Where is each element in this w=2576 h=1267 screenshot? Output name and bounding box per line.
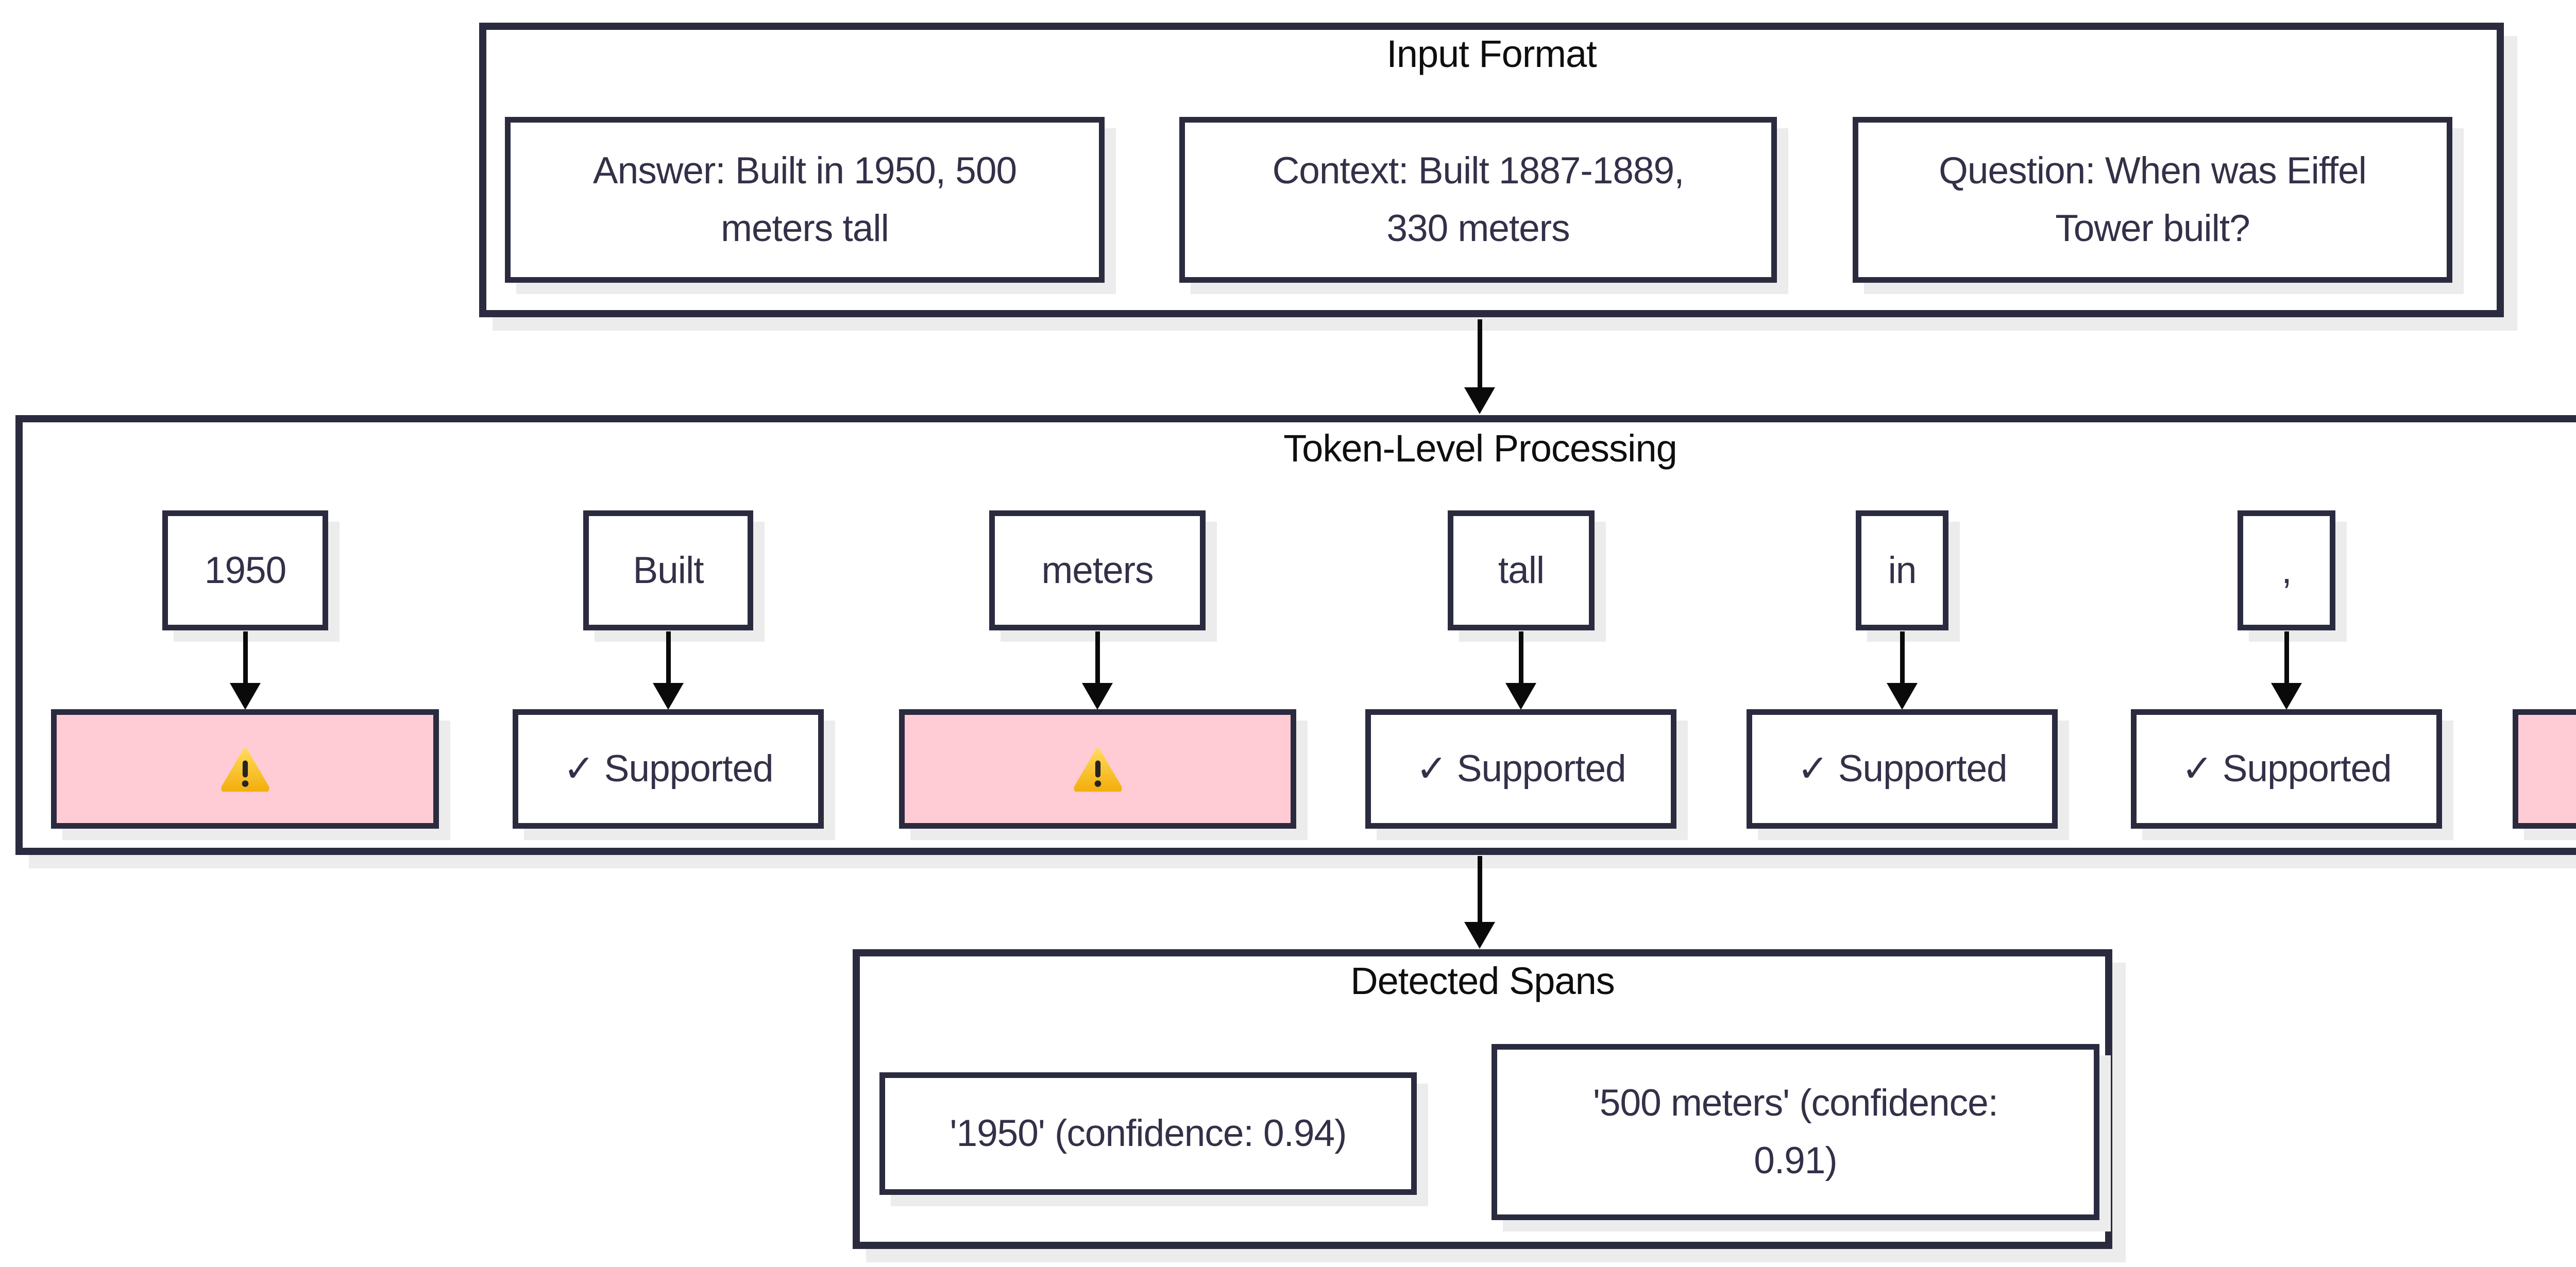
token-processing-title: Token-Level Processing — [1283, 427, 1677, 470]
detected-span-label: '1950' (confidence: 0.94) — [950, 1112, 1347, 1154]
warning-icon — [221, 747, 269, 792]
token-box-1950: 1950 — [162, 510, 328, 630]
result-supported-comma: ✓ Supported — [2131, 709, 2442, 829]
token-box-meters: meters — [989, 510, 1206, 630]
result-supported-in: ✓ Supported — [1747, 709, 2058, 829]
arrow-stem — [1478, 856, 1482, 923]
arrow-stem — [1900, 631, 1905, 684]
arrow-head-icon — [653, 683, 684, 710]
detected-span-label: '500 meters' (confidence: 0.91) — [1592, 1082, 1998, 1182]
result-flagged-1950 — [51, 709, 439, 829]
arrow-stem — [666, 631, 671, 684]
supported-label: ✓ Supported — [1797, 748, 2007, 790]
token-label: tall — [1498, 549, 1545, 591]
token-box-comma: , — [2238, 510, 2335, 630]
arrow-head-icon — [230, 683, 261, 710]
input-format-title: Input Format — [1386, 32, 1597, 75]
input-answer-box: Answer: Built in 1950, 500 meters tall — [505, 117, 1105, 283]
result-flagged-meters — [899, 709, 1296, 829]
token-label: Built — [633, 549, 704, 591]
arrow-stem — [243, 631, 248, 684]
result-supported-built: ✓ Supported — [513, 709, 824, 829]
warning-icon — [1073, 747, 1122, 792]
result-supported-tall: ✓ Supported — [1365, 709, 1676, 829]
arrow-stem — [1095, 631, 1100, 684]
arrow-head-icon — [1082, 683, 1113, 710]
detected-span-1950-box: '1950' (confidence: 0.94) — [879, 1072, 1417, 1195]
token-box-built: Built — [583, 510, 753, 630]
arrow-stem — [1478, 319, 1482, 388]
arrow-head-icon — [2271, 683, 2302, 710]
input-context-label: Context: Built 1887-1889, 330 meters — [1272, 150, 1685, 249]
arrow-head-icon — [1505, 683, 1536, 710]
arrow-stem — [2284, 631, 2289, 684]
input-context-box: Context: Built 1887-1889, 330 meters — [1179, 117, 1777, 283]
arrow-stem — [1519, 631, 1523, 684]
input-answer-label: Answer: Built in 1950, 500 meters tall — [592, 150, 1017, 249]
input-question-box: Question: When was Eiffel Tower built? — [1853, 117, 2452, 283]
token-label: in — [1888, 549, 1917, 591]
detected-span-500-meters-box: '500 meters' (confidence: 0.91) — [1492, 1044, 2099, 1220]
token-label: meters — [1041, 549, 1154, 591]
supported-label: ✓ Supported — [2181, 748, 2392, 790]
token-box-in: in — [1856, 510, 1948, 630]
input-question-label: Question: When was Eiffel Tower built? — [1939, 150, 2367, 249]
detected-spans-title: Detected Spans — [1350, 960, 1615, 1002]
token-label: , — [2281, 549, 2292, 591]
supported-label: ✓ Supported — [563, 748, 773, 790]
token-box-tall: tall — [1448, 510, 1595, 630]
arrow-head-icon — [1464, 922, 1495, 949]
result-flagged-500 — [2513, 709, 2576, 829]
arrow-head-icon — [1464, 387, 1495, 414]
token-label: 1950 — [204, 549, 286, 591]
arrow-head-icon — [1887, 683, 1918, 710]
supported-label: ✓ Supported — [1416, 748, 1626, 790]
